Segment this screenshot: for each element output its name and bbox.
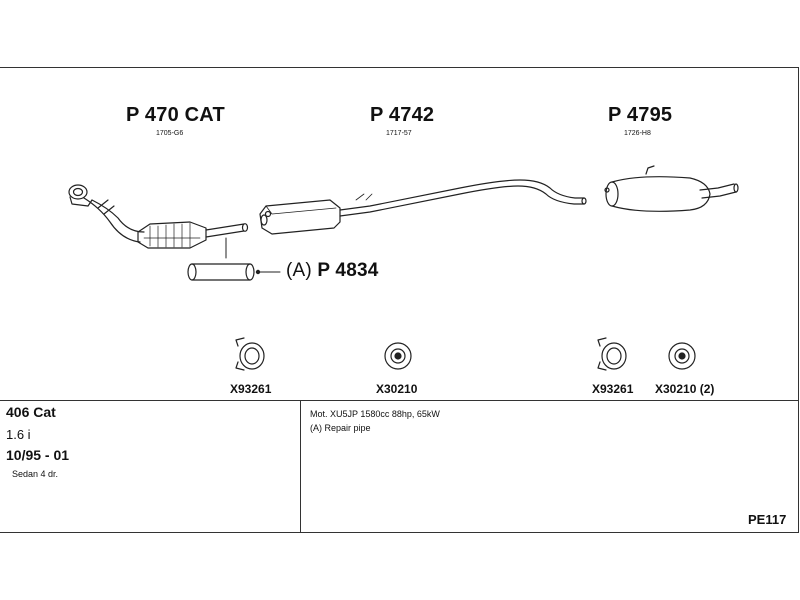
vehicle-years: 10/95 - 01 — [6, 447, 70, 463]
middle-silencer-drawing — [259, 199, 341, 235]
clamp-left-drawing — [235, 337, 265, 371]
repair-pipe-label: (A) P 4834 — [286, 260, 379, 282]
clamp-left-label: X93261 — [230, 382, 272, 396]
vehicle-body: Sedan 4 dr. — [12, 469, 59, 479]
vehicle-model: 406 Cat — [6, 404, 56, 420]
rear-silencer-drawing — [604, 165, 739, 212]
part-number-p4742: P 4742 — [370, 104, 435, 126]
diagram-frame — [0, 67, 799, 533]
downpipe-drawing — [83, 197, 145, 243]
ring-left-drawing — [384, 342, 412, 370]
ring-left-label: X30210 — [376, 382, 418, 396]
repair-pipe-marker: (A) — [286, 260, 312, 281]
clamp-right-drawing — [597, 337, 627, 371]
motor-note: Mot. XU5JP 1580cc 88hp, 65kW — [310, 409, 440, 419]
vehicle-engine: 1.6 i — [6, 427, 31, 442]
clamp-right-label: X93261 — [592, 382, 634, 396]
part-number-p4795: P 4795 — [608, 104, 673, 126]
part-code-p470: 1705-G6 — [156, 130, 184, 137]
rear-pipe-drawing — [339, 179, 587, 217]
catalyst-drawing — [137, 221, 207, 249]
info-divider-vertical — [300, 400, 301, 532]
repair-pipe-drawing — [187, 263, 281, 281]
diagram-code: PE117 — [748, 512, 787, 527]
part-code-p4795: 1726-H8 — [624, 130, 651, 137]
ring-right-label: X30210 (2) — [655, 382, 715, 396]
repair-pipe-number: P 4834 — [317, 260, 379, 281]
info-divider-horizontal — [0, 400, 799, 401]
repair-pipe-note: (A) Repair pipe — [310, 423, 371, 433]
part-number-p470: P 470 CAT — [126, 104, 225, 126]
ring-right-drawing — [668, 342, 696, 370]
part-code-p4742: 1717-57 — [386, 130, 412, 137]
front-flange-drawing — [68, 184, 93, 207]
